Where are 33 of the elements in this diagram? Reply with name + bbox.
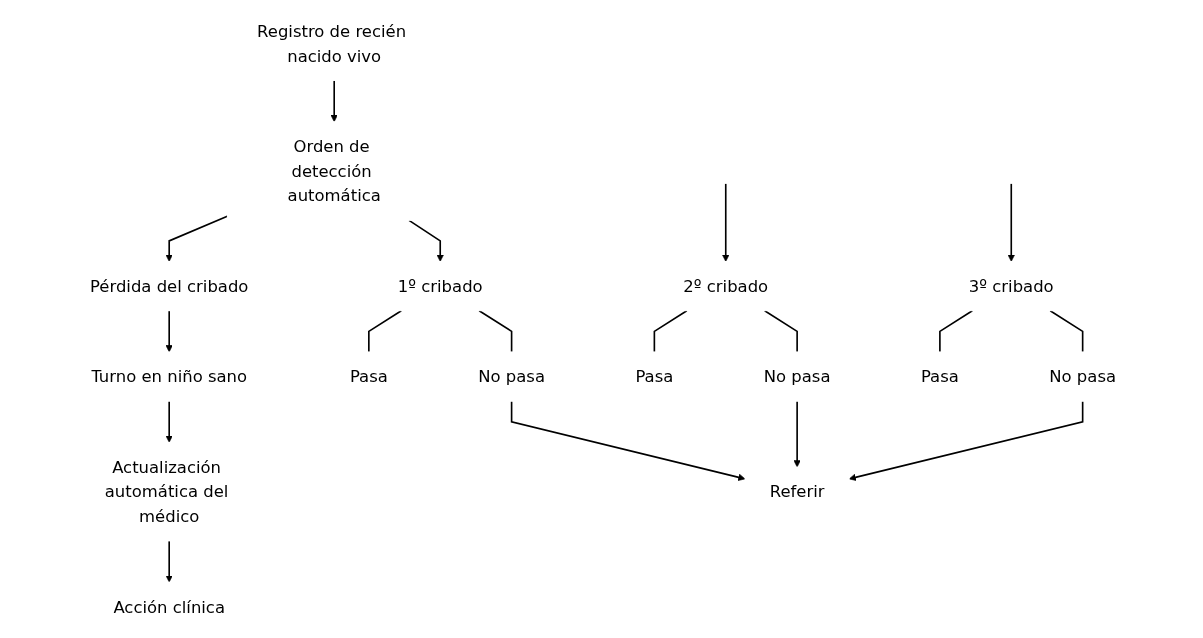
node-text: Actualización automática del médico	[104, 457, 229, 527]
arrow	[722, 182, 730, 262]
arrow	[848, 400, 1084, 481]
connector	[368, 309, 403, 353]
node-text: 3º cribado	[968, 276, 1054, 296]
connector	[939, 309, 974, 353]
arrow	[165, 215, 229, 262]
node-text: Pasa	[349, 366, 388, 387]
node-text: Orden de detección automática	[287, 136, 381, 206]
arrow	[165, 540, 173, 583]
arrow	[330, 79, 338, 122]
arrow	[165, 400, 173, 443]
node-text: Registro de recién nacido vivo	[257, 21, 407, 66]
node-text: Referir	[769, 481, 825, 502]
node-text: 2º cribado	[683, 276, 769, 296]
node-text: Pasa	[920, 366, 959, 387]
arrow	[1007, 182, 1015, 262]
connector	[478, 309, 513, 353]
node-text: Pasa	[635, 366, 674, 387]
arrow	[165, 309, 173, 353]
arrow	[510, 400, 746, 481]
connector	[763, 309, 798, 353]
node-text: No pasa	[1049, 366, 1117, 387]
arrow	[793, 400, 801, 468]
node-text: Pérdida del cribado	[89, 276, 249, 296]
node-text: Turno en niño sano	[91, 366, 248, 387]
arrow	[408, 219, 444, 262]
node-text: 1º cribado	[397, 276, 483, 296]
node-text: No pasa	[478, 366, 545, 387]
node-text: Acción clínica	[113, 596, 225, 617]
connector	[653, 309, 688, 353]
connector	[1049, 309, 1084, 353]
node-text: No pasa	[763, 366, 831, 387]
